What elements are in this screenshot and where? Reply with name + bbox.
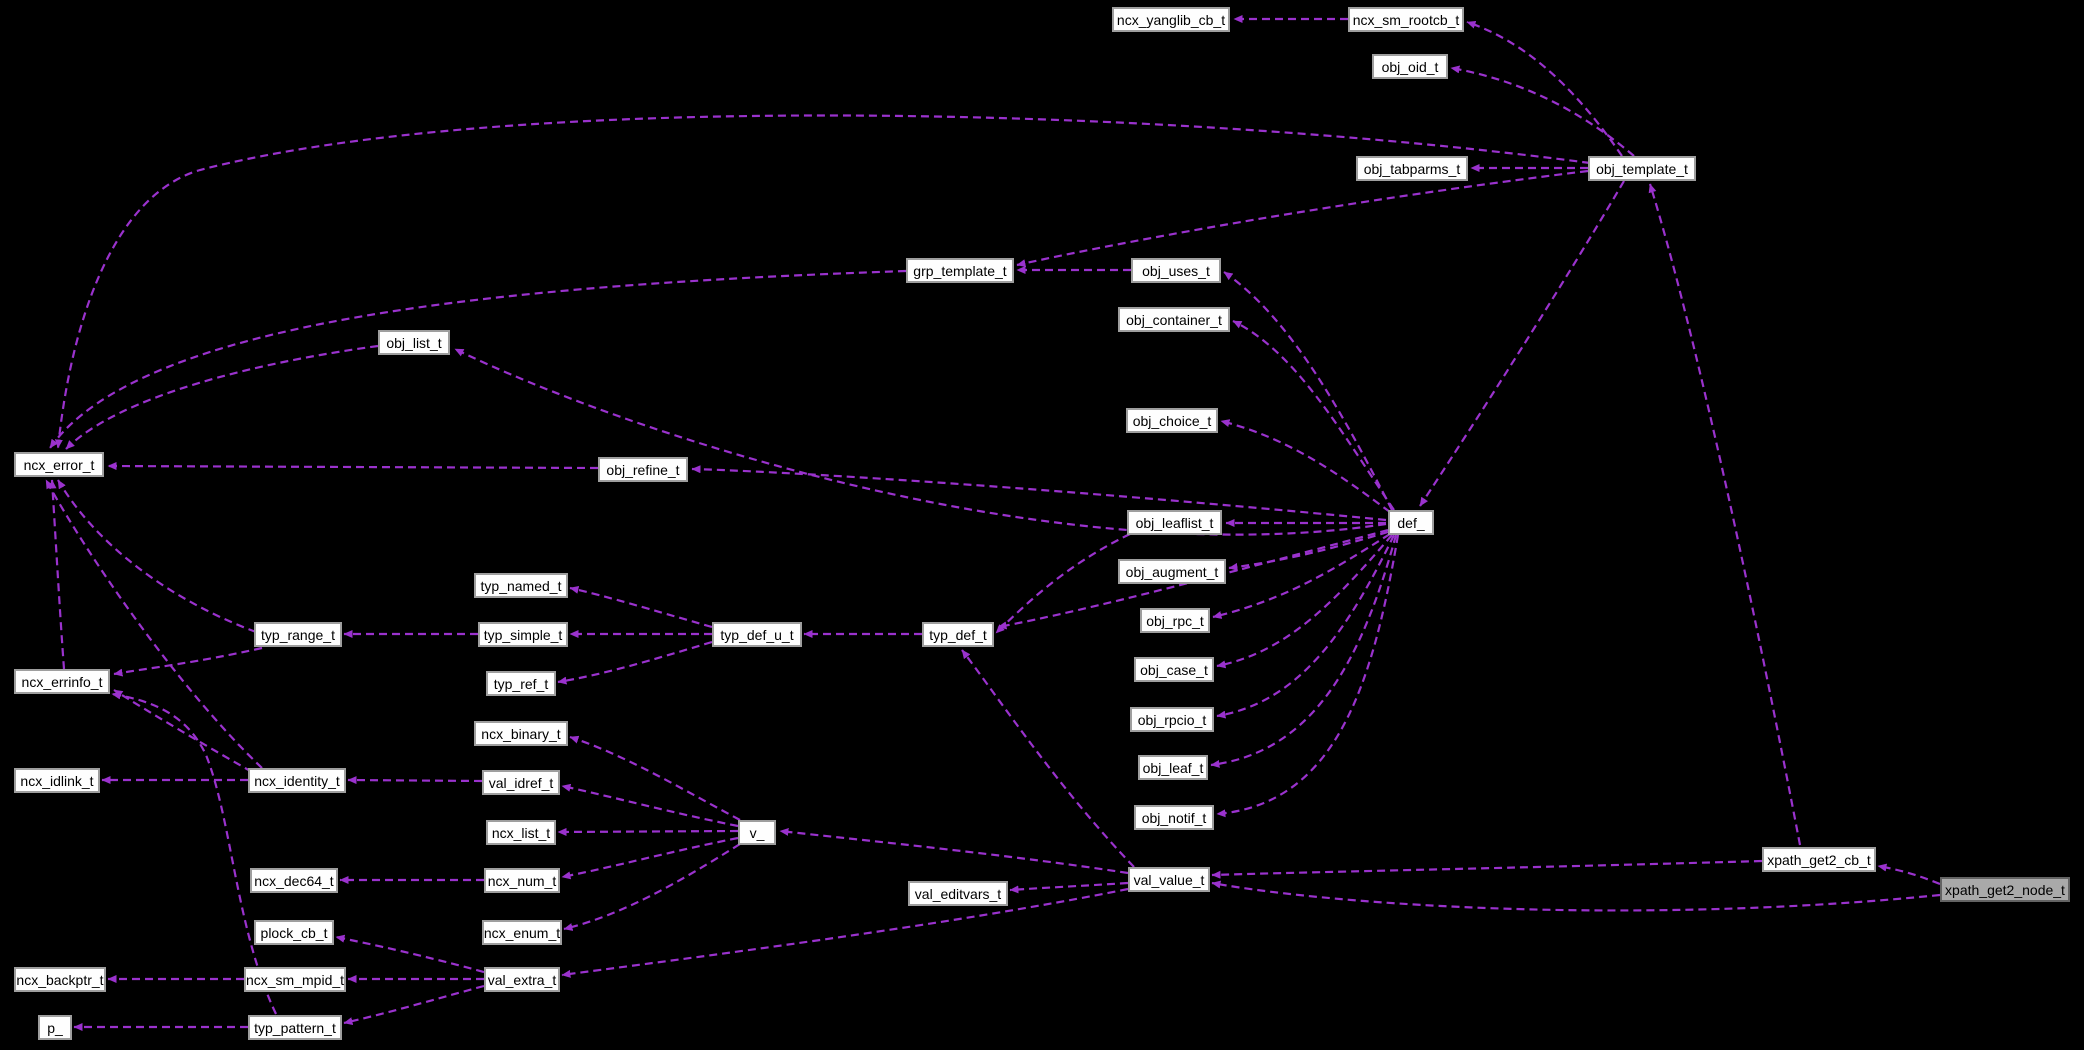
edge-def-to-list bbox=[454, 348, 1387, 536]
node-typ_range_t[interactable]: typ_range_t bbox=[254, 622, 342, 647]
edge-identity-to-errinfo bbox=[113, 689, 253, 773]
node-obj_template_t[interactable]: obj_template_t bbox=[1588, 156, 1696, 181]
edge-xpathcb-to-valvalue bbox=[1211, 859, 1763, 879]
node-xpath_get2_node_t: xpath_get2_node_t bbox=[1940, 877, 2070, 902]
edge-v-to-num bbox=[561, 836, 739, 880]
edge-xpathcb-to-template bbox=[1648, 183, 1802, 846]
node-ncx_error_t[interactable]: ncx_error_t bbox=[14, 452, 104, 477]
edge-refine-to-error bbox=[107, 462, 599, 471]
edge-xpathnode-to-valvalue bbox=[1211, 880, 1941, 912]
edge-valvalue-to-extra bbox=[561, 887, 1129, 978]
node-obj_list_t[interactable]: obj_list_t bbox=[378, 330, 450, 355]
edge-def-to-case bbox=[1216, 534, 1393, 669]
edge-typdefu-to-typnamed bbox=[569, 585, 713, 629]
edge-leaflist-to-typdef bbox=[995, 533, 1131, 634]
edge-template-to-oid bbox=[1450, 65, 1635, 157]
node-ncx_enum_t[interactable]: ncx_enum_t bbox=[482, 920, 562, 945]
edge-v-to-binary bbox=[569, 735, 741, 821]
edge-errinfo-to-error bbox=[48, 479, 66, 670]
edge-extra-to-pattern bbox=[343, 984, 485, 1025]
node-ncx_sm_mpid_t[interactable]: ncx_sm_mpid_t bbox=[244, 967, 346, 992]
node-typ_pattern_t[interactable]: typ_pattern_t bbox=[248, 1015, 342, 1040]
node-ncx_errinfo_t[interactable]: ncx_errinfo_t bbox=[14, 669, 110, 694]
edge-grp-to-error bbox=[49, 269, 907, 449]
edge-typrange-to-error bbox=[57, 479, 257, 634]
edge-list-to-error bbox=[65, 344, 379, 450]
node-obj_leaf_t[interactable]: obj_leaf_t bbox=[1138, 755, 1208, 780]
node-plock_cb_t[interactable]: plock_cb_t bbox=[254, 920, 334, 945]
node-val_value_t[interactable]: val_value_t bbox=[1128, 867, 1210, 892]
node-typ_ref_t[interactable]: typ_ref_t bbox=[486, 671, 556, 696]
node-ncx_identity_t[interactable]: ncx_identity_t bbox=[248, 768, 346, 793]
edge-typdefu-to-typref bbox=[557, 640, 713, 685]
edge-template-to-rootcb bbox=[1466, 20, 1623, 157]
node-xpath_get2_cb_t[interactable]: xpath_get2_cb_t bbox=[1762, 847, 1876, 872]
node-obj_augment_t[interactable]: obj_augment_t bbox=[1118, 559, 1226, 584]
node-ncx_yanglib_cb_t[interactable]: ncx_yanglib_cb_t bbox=[1112, 7, 1230, 32]
node-typ_named_t[interactable]: typ_named_t bbox=[474, 573, 568, 598]
edge-def-to-refine bbox=[691, 465, 1387, 522]
node-obj_tabparms_t[interactable]: obj_tabparms_t bbox=[1356, 156, 1468, 181]
node-val_editvars_t[interactable]: val_editvars_t bbox=[908, 881, 1008, 906]
edge-valvalue-to-typdef bbox=[961, 649, 1135, 868]
edge-def-to-choice bbox=[1220, 419, 1391, 513]
edge-valvalue-to-v bbox=[779, 827, 1129, 875]
edge-def-to-container bbox=[1232, 320, 1395, 511]
edge-typrange-to-errinfo bbox=[113, 646, 263, 677]
node-ncx_backptr_t[interactable]: ncx_backptr_t bbox=[14, 967, 106, 992]
node-obj_notif_t[interactable]: obj_notif_t bbox=[1134, 805, 1214, 830]
node-ncx_sm_rootcb_t[interactable]: ncx_sm_rootcb_t bbox=[1348, 7, 1464, 32]
node-obj_choice_t[interactable]: obj_choice_t bbox=[1126, 408, 1218, 433]
node-p_[interactable]: p_ bbox=[38, 1015, 72, 1040]
node-ncx_list_t[interactable]: ncx_list_t bbox=[486, 820, 556, 845]
edge-group bbox=[45, 15, 1941, 1031]
node-obj_container_t[interactable]: obj_container_t bbox=[1118, 307, 1230, 332]
edge-v-to-idref bbox=[561, 783, 739, 828]
edge-def-to-notif bbox=[1216, 534, 1400, 818]
node-ncx_idlink_t[interactable]: ncx_idlink_t bbox=[14, 768, 100, 793]
node-def_[interactable]: def_ bbox=[1388, 510, 1434, 535]
node-typ_def_t[interactable]: typ_def_t bbox=[922, 622, 994, 647]
edge-def-to-uses bbox=[1223, 271, 1393, 511]
edge-valvalue-to-editvars bbox=[1009, 881, 1129, 894]
node-obj_case_t[interactable]: obj_case_t bbox=[1134, 657, 1214, 682]
node-obj_rpcio_t[interactable]: obj_rpcio_t bbox=[1130, 707, 1214, 732]
edge-v-to-nlist bbox=[557, 827, 739, 836]
node-v_[interactable]: v_ bbox=[738, 820, 776, 845]
node-obj_uses_t[interactable]: obj_uses_t bbox=[1131, 258, 1221, 283]
edge-pattern-to-errinfo bbox=[111, 691, 277, 1015]
edge-template-to-grp bbox=[1016, 169, 1589, 268]
node-typ_def_u_t[interactable]: typ_def_u_t bbox=[712, 622, 802, 647]
node-val_extra_t[interactable]: val_extra_t bbox=[484, 967, 560, 992]
node-obj_oid_t[interactable]: obj_oid_t bbox=[1372, 54, 1448, 79]
edge-template-to-def bbox=[1419, 180, 1625, 507]
node-val_idref_t[interactable]: val_idref_t bbox=[482, 770, 560, 795]
node-ncx_binary_t[interactable]: ncx_binary_t bbox=[474, 721, 568, 746]
edge-xpathnode-to-xpathcb bbox=[1877, 863, 1941, 886]
node-ncx_dec64_t[interactable]: ncx_dec64_t bbox=[250, 868, 338, 893]
edge-identity-to-error bbox=[45, 479, 263, 769]
node-ncx_num_t[interactable]: ncx_num_t bbox=[484, 868, 560, 893]
edge-def-to-leaf bbox=[1210, 534, 1398, 768]
node-obj_rpc_t[interactable]: obj_rpc_t bbox=[1140, 608, 1210, 633]
node-grp_template_t[interactable]: grp_template_t bbox=[906, 258, 1014, 283]
edge-def-to-rpc bbox=[1212, 533, 1391, 619]
node-obj_leaflist_t[interactable]: obj_leaflist_t bbox=[1127, 510, 1222, 535]
edge-def-to-rpcio bbox=[1216, 534, 1395, 719]
edge-def-to-augment bbox=[1228, 530, 1389, 571]
edge-idref-to-identity bbox=[347, 776, 483, 785]
node-obj_refine_t[interactable]: obj_refine_t bbox=[598, 457, 688, 482]
edge-template-to-error bbox=[54, 114, 1591, 449]
edge-extra-to-plock bbox=[335, 934, 485, 974]
node-typ_simple_t[interactable]: typ_simple_t bbox=[478, 622, 568, 647]
edge-v-to-enum bbox=[563, 843, 741, 931]
edge-def-to-typdef bbox=[997, 528, 1389, 630]
